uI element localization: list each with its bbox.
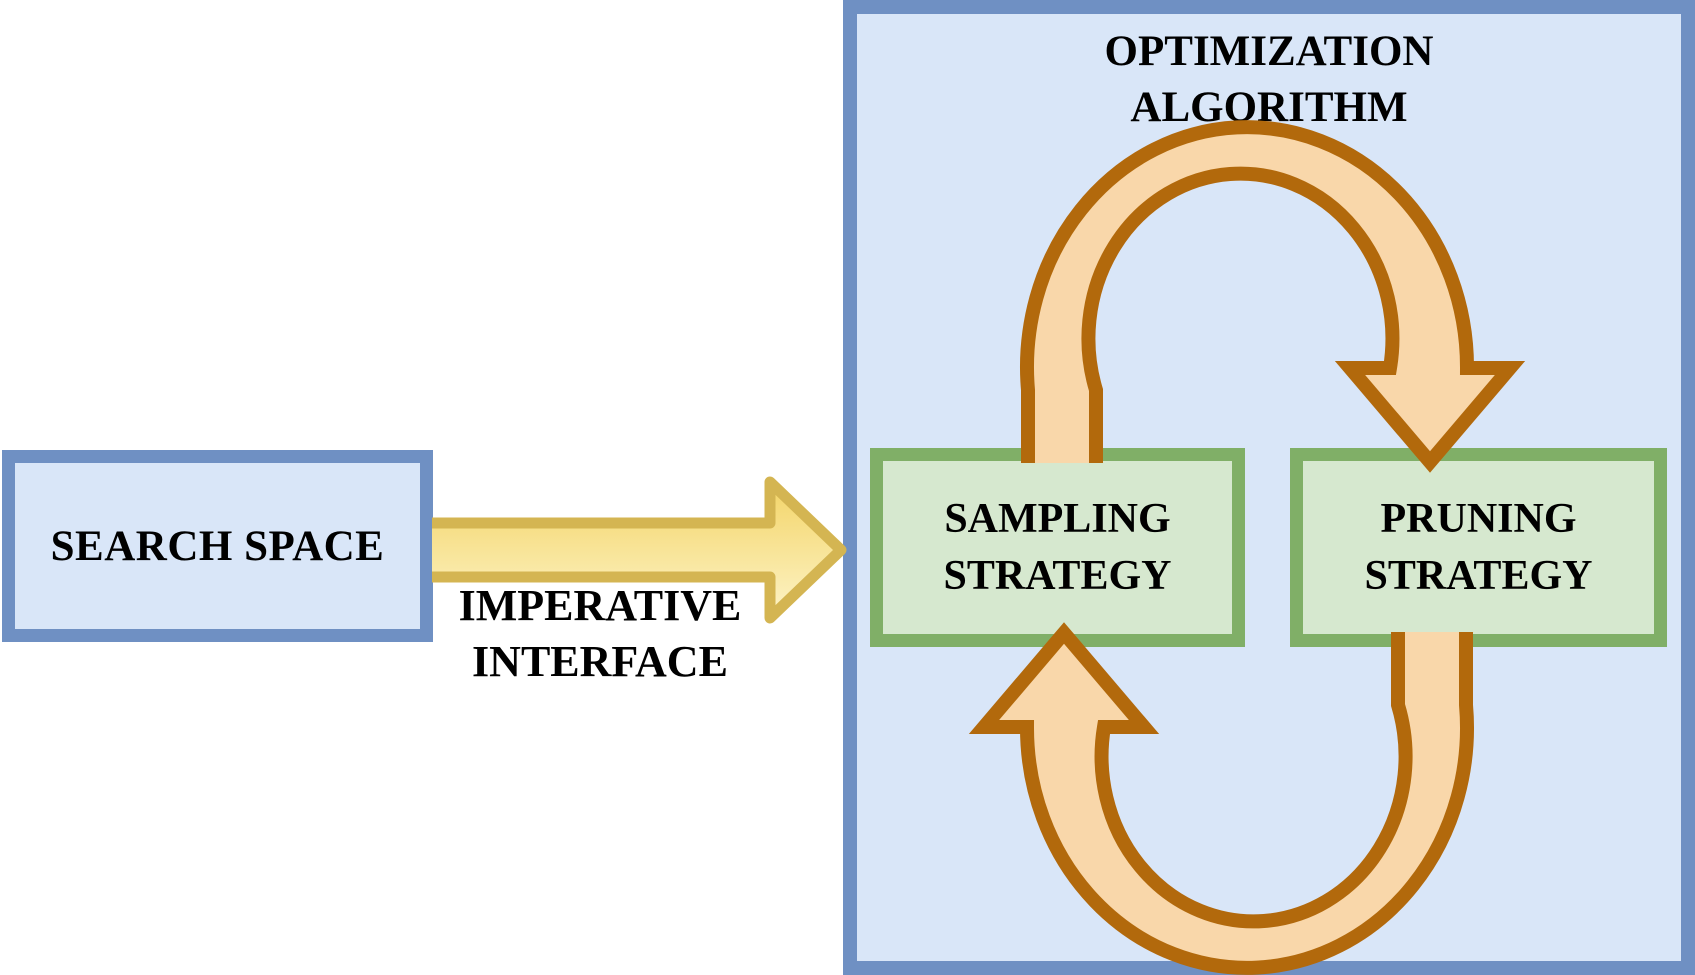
sampling-strategy-box: SAMPLING STRATEGY xyxy=(870,448,1245,647)
imperative-interface-line2: INTERFACE xyxy=(472,637,728,686)
optimization-algorithm-title: OPTIMIZATION ALGORITHM xyxy=(949,24,1589,136)
search-space-label: SEARCH SPACE xyxy=(50,522,385,570)
optimization-title-line2: ALGORITHM xyxy=(1130,84,1408,131)
imperative-interface-label: IMPERATIVE INTERFACE xyxy=(430,578,770,690)
optimization-title-line1: OPTIMIZATION xyxy=(1104,28,1434,75)
pruning-strategy-line2: STRATEGY xyxy=(1364,552,1593,599)
search-space-box: SEARCH SPACE xyxy=(2,450,433,642)
pruning-strategy-line1: PRUNING xyxy=(1380,495,1577,542)
pruning-strategy-box: PRUNING STRATEGY xyxy=(1290,448,1667,647)
sampling-strategy-line1: SAMPLING xyxy=(944,495,1171,542)
sampling-strategy-line2: STRATEGY xyxy=(943,552,1172,599)
imperative-interface-line1: IMPERATIVE xyxy=(458,581,742,630)
